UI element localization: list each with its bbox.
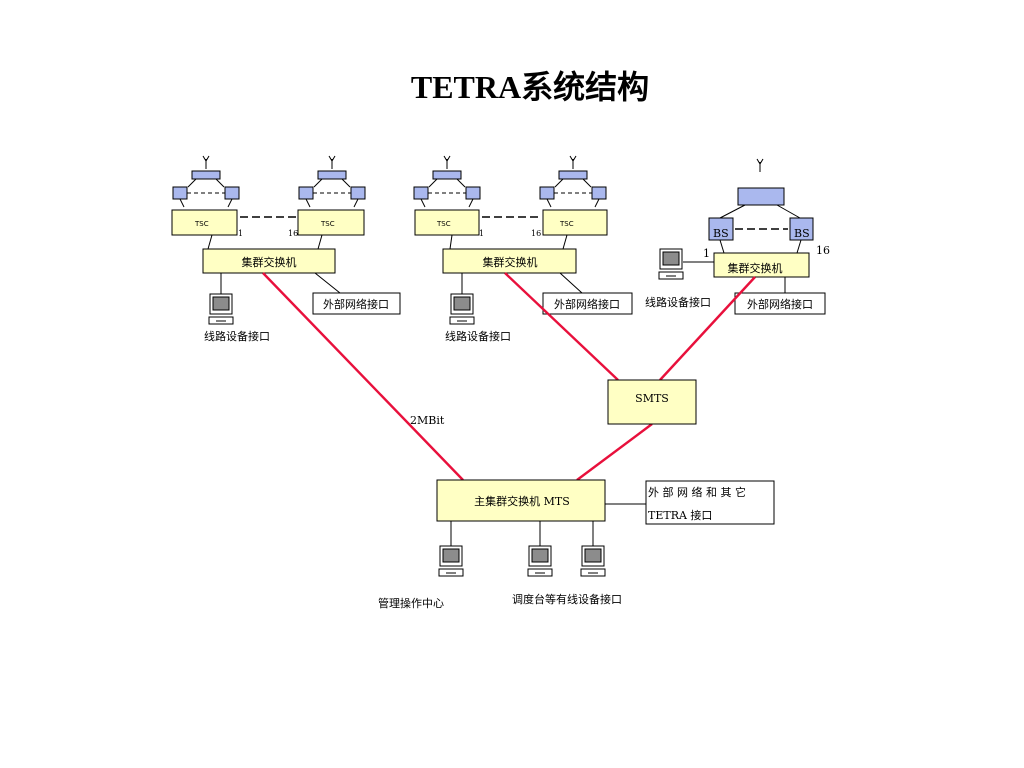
computer-icon [527, 545, 553, 577]
tsc-box [542, 209, 608, 236]
bs-number: 1 [703, 247, 710, 260]
computer-icon [580, 545, 606, 577]
trunk-link [659, 276, 756, 381]
mgmt-center-label: 管理操作中心 [378, 596, 444, 610]
base-station-icon [737, 187, 785, 206]
ext-tetra-interface-label: TETRA 接口 [648, 509, 712, 522]
computer-icon [658, 248, 684, 280]
cluster-switch-label: 集群交换机 [483, 255, 538, 269]
smts-label: SMTS [635, 392, 669, 405]
computer-icon [208, 293, 234, 325]
tsc-box [414, 209, 480, 236]
tsc-box [171, 209, 238, 236]
base-station-icon [414, 156, 480, 207]
computer-icon [438, 545, 464, 577]
line-device-interface-label: 线路设备接口 [204, 329, 270, 343]
tsc-number: 1 [238, 229, 243, 238]
bs-box [789, 217, 814, 241]
tsc-label: TSC [320, 220, 335, 228]
mts-box [436, 479, 606, 522]
mts-label: 主集群交换机 MTS [474, 494, 570, 508]
tsc-label: TSC [559, 220, 574, 228]
base-station-icon [299, 156, 365, 207]
ext-interface-label: 外部网络接口 [747, 297, 813, 311]
tsc-number: 16 [531, 229, 541, 238]
ext-interface-label: 外部网络接口 [554, 297, 620, 311]
page-title: TETRA系统结构 [411, 69, 649, 105]
ext-interface-box [734, 292, 826, 315]
tsc-label: TSC [194, 220, 209, 228]
cluster-switch [442, 248, 577, 274]
tsc-number: 16 [288, 229, 298, 238]
cluster-switch-label: 集群交换机 [242, 255, 297, 269]
antenna-icon [756, 158, 764, 173]
cluster-switch-label: 集群交换机 [728, 261, 783, 275]
base-station-icon [540, 156, 606, 207]
cluster-switch [202, 248, 336, 274]
trunk-link [576, 423, 653, 481]
line-device-interface-label: 线路设备接口 [445, 329, 511, 343]
tsc-number: 1 [479, 229, 484, 238]
ext-tetra-interface-label: 外 部 网 络 和 其 它 [648, 485, 746, 499]
cluster-1: TSC TSC 1 16 集群交换机 线路设备接口 外部网络接口 [171, 156, 401, 343]
ext-interface-label: 外部网络接口 [323, 297, 389, 311]
ext-interface-box [542, 292, 633, 315]
cluster-2: TSC TSC 1 16 集群交换机 线路设备接口 外部网络接口 [414, 156, 633, 343]
trunk-link [262, 272, 464, 481]
tsc-label: TSC [436, 220, 451, 228]
cluster-3: BS BS 1 16 集群交换机 线路设备接口 外部网络接口 [645, 158, 830, 315]
bs-label: BS [713, 227, 729, 240]
bs-label: BS [794, 227, 810, 240]
trunk-links [262, 272, 756, 481]
tsc-box [297, 209, 365, 236]
dispatch-interface-label: 调度台等有线设备接口 [512, 592, 622, 606]
bs-number: 16 [816, 244, 830, 257]
ext-tetra-interface-box [645, 480, 775, 525]
cluster-switch [713, 252, 810, 278]
ext-interface-box [312, 292, 401, 315]
bs-box [708, 217, 734, 241]
base-station-icon [173, 156, 239, 207]
link-rate-label: 2MBit [410, 414, 445, 427]
line-device-interface-label: 线路设备接口 [645, 295, 711, 309]
computer-icon [449, 293, 475, 325]
smts-box [607, 379, 697, 425]
trunk-link [504, 272, 619, 381]
